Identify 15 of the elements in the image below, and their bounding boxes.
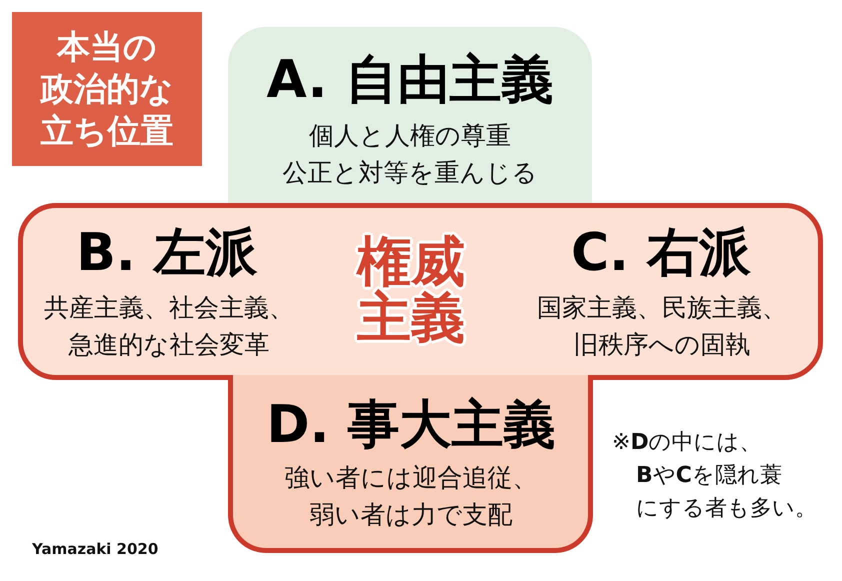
box-text: 共産主義、社会主義、急進的な社会変革 [44, 292, 294, 361]
box-text: 強い者には迎合追従、弱い者は力で支配 [284, 462, 538, 531]
footnote: ※Dの中には、BやCを隠れ蓑にする者も多い。 [612, 429, 817, 523]
category-box [228, 375, 593, 553]
category-band [18, 203, 823, 380]
region-label: 権威主義 [357, 234, 465, 346]
title-box: 本当の政治的な立ち位置 [12, 12, 202, 166]
box-heading: D. 事大主義 [266, 395, 556, 455]
box-heading: C. 右派 [570, 223, 752, 283]
credit-text: Yamazaki 2020 [32, 540, 158, 558]
box-heading: A. 自由主義 [266, 50, 554, 110]
box-heading: B. 左派 [76, 223, 258, 283]
box-text: 国家主義、民族主義、旧秩序への固執 [537, 292, 787, 361]
box-text: 個人と人権の尊重公正と対等を重んじる [282, 120, 538, 189]
category-box [228, 27, 592, 205]
